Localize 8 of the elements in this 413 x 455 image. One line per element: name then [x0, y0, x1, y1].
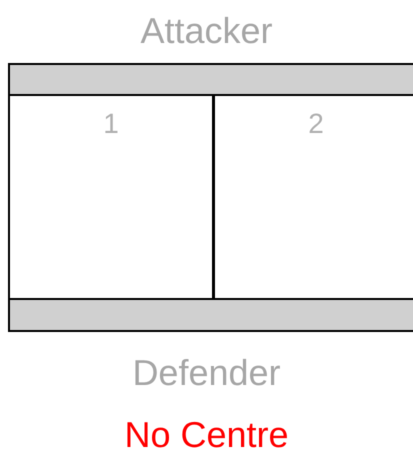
label-text: Attacker [140, 9, 273, 53]
label-text: No Centre [124, 413, 289, 455]
label-text: Defender [132, 351, 281, 395]
band [8, 63, 413, 96]
zone-box [8, 94, 214, 300]
band [8, 298, 413, 332]
zone-number: 1 [103, 110, 119, 138]
zone-number: 2 [308, 110, 324, 138]
